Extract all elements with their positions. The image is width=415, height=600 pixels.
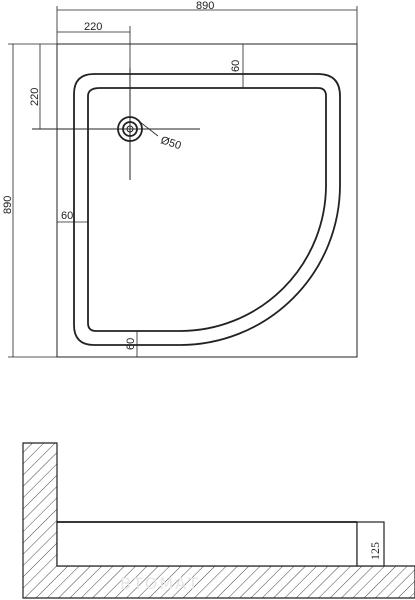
- dim-rim-bottom: 60: [125, 331, 138, 357]
- dim-rim-top-label: 60: [230, 60, 242, 72]
- dim-width-total: 890: [56, 0, 358, 44]
- dim-drain-offset-y-label: 220: [29, 88, 41, 106]
- dim-drain-offset-y: 220: [29, 44, 41, 129]
- tray-rim-outer: [73, 73, 341, 346]
- dim-drain-offset-x: 220: [57, 21, 131, 68]
- section-view: 125 ВТОМАТ: [22, 442, 415, 599]
- section-wall-hatch: [22, 442, 415, 599]
- tray-rim-inner: [87, 87, 327, 332]
- top-view: Ø50 890 220 890 220 60: [2, 0, 358, 358]
- dim-width-total-label: 890: [196, 0, 214, 12]
- dim-rim-left-label: 60: [61, 210, 73, 222]
- dim-rim-top: 60: [230, 44, 244, 88]
- drain-leader: [139, 121, 159, 137]
- tray-outline: [56, 43, 358, 358]
- dim-height-box: [356, 521, 385, 567]
- tray-section: [56, 521, 358, 567]
- watermark: ВТОМАТ: [120, 574, 200, 593]
- dim-drain-offset-x-label: 220: [84, 21, 102, 33]
- drain-diameter-label: Ø50: [159, 134, 182, 152]
- dim-height-total: 890: [2, 43, 57, 358]
- dim-height-total-label: 890: [2, 196, 14, 214]
- dim-rim-left: 60: [57, 210, 88, 223]
- dim-rim-bottom-label: 60: [125, 338, 137, 350]
- section-height-label: 125: [368, 542, 382, 560]
